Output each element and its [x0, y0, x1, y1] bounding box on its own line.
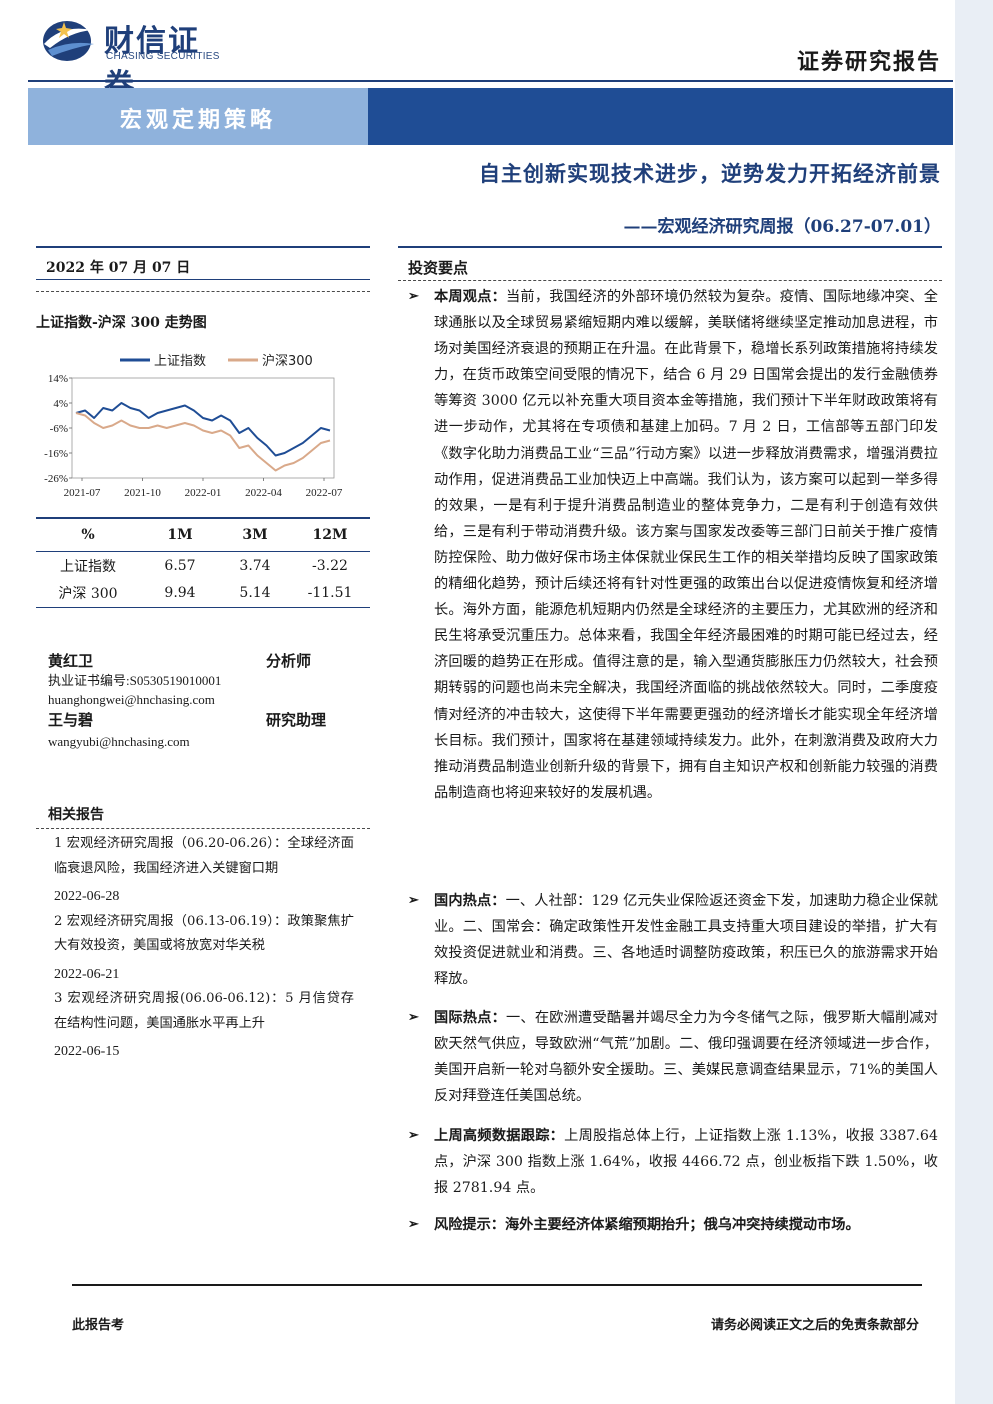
table-row: 上证指数 6.57 3.74 -3.22 [36, 551, 370, 579]
report-subtitle: ——宏观经济研究周报（06.27-07.01） [623, 217, 941, 237]
related-report-date: 2022-06-15 [54, 1044, 120, 1059]
related-report-item[interactable]: 3 宏观经济研究周报(06.06-06.12)：5 月信贷存在结构性问题，美国通… [54, 991, 354, 1031]
table-header-cell: 1M [167, 527, 193, 543]
category-banner: 宏观定期策略 [28, 88, 368, 145]
table-row: 沪深 300 9.94 5.14 -11.51 [36, 579, 370, 607]
key-points-header: 投资要点 [398, 246, 942, 280]
company-logo: 财信证券 CHASING SECURITIES [40, 14, 230, 103]
table-header-cell: 3M [242, 527, 268, 543]
key-point-text: 上周股指总体上行，上证指数上涨 1.13%，收报 3387.64 点，沪深 30… [434, 1128, 938, 1197]
x-tick-label: 2021-10 [124, 487, 161, 499]
banner-accent [368, 88, 953, 145]
analyst-role: 分析师 [266, 652, 312, 670]
bullet-arrow-icon: ➢ [408, 1128, 419, 1143]
x-tick-label: 2022-07 [306, 487, 343, 499]
date-bar: 2022 年 07 月 07 日 [36, 246, 370, 280]
y-tick-label: -16% [44, 448, 68, 460]
assistant-email[interactable]: wangyubi@hnchasing.com [48, 734, 190, 749]
report-type: 证券研究报告 [796, 49, 941, 75]
key-point-label: 国际热点： [434, 1010, 507, 1026]
table-cell: 3.74 [239, 557, 271, 574]
assistant-name: 王与碧 [48, 711, 94, 729]
divider [36, 828, 370, 829]
analyst-license: 执业证书编号:S0530519010001 [48, 673, 222, 688]
key-point-label: 本周观点： [434, 289, 507, 305]
left-column: 2022 年 07 月 07 日 [36, 246, 370, 280]
assistant-card: 王与碧 研究助理 wangyubi@hnchasing.com [48, 709, 326, 751]
table-cell: -11.51 [307, 585, 353, 601]
divider [398, 280, 942, 281]
table-cell: 9.94 [164, 585, 196, 601]
bullet-arrow-icon: ➢ [408, 289, 419, 304]
disclaimer-note: 请务必阅读正文之后的免责条款部分 [710, 1318, 919, 1333]
legend-label: 沪深300 [262, 353, 313, 369]
analyst-email[interactable]: huanghongwei@hnchasing.com [48, 692, 215, 707]
key-point-item: ➢ 本周观点：当前，我国经济的外部环境仍然较为复杂。疫情、国际地缘冲突、全球通胀… [408, 284, 938, 806]
key-point-item: ➢ 风险提示：海外主要经济体紧缩预期抬升；俄乌冲突持续搅动市场。 [408, 1212, 938, 1238]
table-cell: 沪深 300 [58, 586, 118, 602]
bullet-arrow-icon: ➢ [408, 893, 419, 908]
table-cell: 6.57 [164, 557, 196, 574]
table-cell: 5.14 [239, 585, 271, 601]
index-trend-chart: 14% 4% -6% -16% -26% 2021-07 2021-10 2022-01 202… [44, 353, 343, 499]
y-tick-label: -6% [50, 423, 68, 435]
logo-name-en: CHASING SECURITIES [106, 51, 220, 62]
assistant-role: 研究助理 [266, 711, 327, 729]
chart-title: 上证指数-沪深 300 走势图 [36, 315, 207, 331]
x-tick-label: 2022-04 [245, 487, 282, 499]
related-report-date: 2022-06-21 [54, 966, 120, 982]
table-header-cell: 12M [312, 527, 348, 543]
related-report-item[interactable]: 2 宏观经济研究周报（06.13-06.19）：政策聚焦扩大有效投资，美国或将放… [54, 913, 354, 954]
header-rule [28, 80, 953, 82]
y-tick-label: -26% [44, 473, 68, 485]
divider [36, 291, 370, 292]
y-tick-label: 4% [53, 398, 68, 410]
report-date: 2022 年 07 月 07 日 [46, 260, 191, 276]
key-point-label: 风险提示： [434, 1217, 505, 1233]
table-header-row: % 1M 3M 12M [36, 519, 370, 551]
key-point-item: ➢ 上周高频数据跟踪：上周股指总体上行，上证指数上涨 1.13%，收报 3387… [408, 1123, 938, 1201]
related-report-item[interactable]: 1 宏观经济研究周报（06.20-06.26）：全球经济面临衰退风险，我国经济进… [54, 836, 354, 876]
related-reports-list: 1 宏观经济研究周报（06.20-06.26）：全球经济面临衰退风险，我国经济进… [54, 832, 354, 1065]
analyst-name: 黄红卫 [48, 652, 94, 670]
footer-note: 此报告考 [72, 1318, 125, 1333]
legend-label: 上证指数 [154, 354, 206, 369]
category-label: 宏观定期策略 [120, 107, 277, 133]
right-column: 投资要点 [398, 246, 942, 280]
x-tick-label: 2022-01 [185, 487, 222, 499]
key-point-text: 一、人社部：129 亿元失业保险返还资金下发，加速助力稳企业保就业。二、国常会：… [434, 893, 938, 988]
key-point-label: 上周高频数据跟踪： [434, 1128, 565, 1144]
key-point-text: 一、在欧洲遭受酷暑并竭尽全力为今冬储气之际，俄罗斯大幅削减对欧天然气供应，导致欧… [434, 1010, 938, 1105]
key-point-label: 国内热点： [434, 893, 506, 909]
series-line-1 [75, 402, 331, 457]
key-point-item: ➢ 国内热点：一、人社部：129 亿元失业保险返还资金下发，加速助力稳企业保就业… [408, 888, 938, 992]
x-tick-label: 2021-07 [64, 487, 101, 499]
table-cell: -3.22 [312, 557, 348, 574]
bullet-arrow-icon: ➢ [408, 1217, 419, 1232]
report-title: 自主创新实现技术进步，逆势发力开拓经济前景 [479, 161, 941, 186]
key-points-title: 投资要点 [408, 259, 469, 277]
logo-mark-icon [43, 21, 94, 61]
performance-table: % 1M 3M 12M 上证指数 6.57 3.74 -3.22 沪深 300 … [36, 517, 370, 608]
series-line-2 [75, 412, 331, 472]
table-cell: 上证指数 [60, 558, 116, 575]
y-tick-label: 14% [48, 373, 68, 385]
analyst-card: 黄红卫 分析师 执业证书编号:S0530519010001 huanghongw… [48, 650, 311, 709]
table-header-cell: % [81, 527, 95, 543]
key-point-text: 当前，我国经济的外部环境仍然较为复杂。疫情、国际地缘冲突、全球通胀以及全球贸易紧… [434, 289, 938, 801]
related-report-date: 2022-06-28 [54, 889, 120, 904]
related-reports-title: 相关报告 [48, 807, 104, 823]
side-strip [955, 0, 993, 1404]
key-point-text: 海外主要经济体紧缩预期抬升；俄乌冲突持续搅动市场。 [504, 1217, 860, 1233]
bullet-arrow-icon: ➢ [408, 1010, 419, 1025]
key-point-item: ➢ 国际热点：一、在欧洲遭受酷暑并竭尽全力为今冬储气之际，俄罗斯大幅削减对欧天然… [408, 1005, 938, 1109]
footer-rule [72, 1284, 922, 1286]
